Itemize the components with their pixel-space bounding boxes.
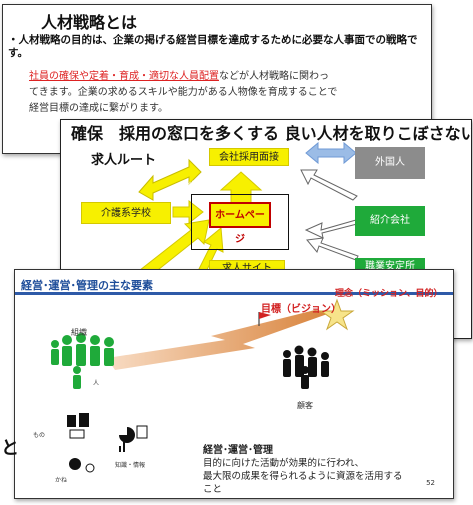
- box-foreign: 外国人: [355, 147, 425, 179]
- slide1-bullet: ・人材戦略の目的は、企業の掲げる経営目標を達成するために必要な人事面での戦略です…: [8, 34, 418, 59]
- star-icon: [319, 298, 355, 331]
- slide3-title-rule: [15, 292, 453, 295]
- rinen-label: 理念（ミッション、目的）: [335, 289, 443, 299]
- homepage-frame: [191, 194, 289, 250]
- slide1-title: 人材戦略とは: [41, 13, 138, 32]
- organization-people-icon: [51, 333, 114, 389]
- slide1-line2: てきます。企業の求めるスキルや能力がある人物像を育成することで: [29, 87, 338, 98]
- slide1-line3: 経営目標の達成に繋がります。: [29, 103, 168, 114]
- goal-label: 目標（ビジョン）: [261, 304, 341, 315]
- box-homepage: ホームページ: [209, 202, 271, 245]
- slide1-line1-a: 社員の: [29, 71, 59, 82]
- stray-character: と: [1, 438, 19, 459]
- page-number: 52: [426, 479, 435, 487]
- slide3-title: 経営･運営･管理の主な要素: [21, 279, 153, 292]
- management-description: 経営･運営･管理 目的に向けた活動が効果的に行われ、 最大限の成果を得られるよう…: [203, 444, 403, 496]
- outline-arrow-icon: [300, 169, 358, 201]
- box-company-interview: 会社採用面接: [209, 148, 289, 166]
- management-diagram: [51, 298, 355, 473]
- slide2-title: 確保 採用の窓口を多くする 良い人材を取りこぼさない: [71, 124, 472, 143]
- blue-double-arrow-icon: [305, 141, 357, 165]
- right-arrow-icon: [172, 199, 204, 225]
- slide-management-elements: 経営･運営･管理の主な要素: [14, 269, 454, 499]
- mono-icon: [67, 413, 89, 439]
- customer-label: 顧客: [297, 401, 313, 410]
- person-label: 人: [93, 380, 100, 387]
- box-kaigo-school: 介護系学校: [81, 202, 171, 224]
- slide1-line1-b: 確保や定着・育成・適切な人員配置: [59, 71, 219, 82]
- info-pie-icon: [119, 425, 148, 452]
- desc-line2: 最大限の成果を得られるように資源を活用する: [203, 471, 403, 482]
- goal-flag-icon: [259, 312, 271, 319]
- slide1-line1-c: などが人材戦略に関わっ: [219, 71, 329, 82]
- desc-title: 経営･運営･管理: [203, 445, 273, 456]
- slide2-subtitle: 求人ルート: [91, 153, 157, 168]
- desc-line3: こと: [203, 484, 223, 495]
- slide1-line1: 社員の確保や定着・育成・適切な人員配置などが人材戦略に関わっ: [29, 70, 429, 84]
- outline-arrow-2-icon: [304, 219, 358, 239]
- customer-people-icon: [283, 345, 329, 389]
- mono-label: もの: [33, 432, 46, 439]
- org-label: 組織: [71, 328, 87, 337]
- outline-arrow-3-icon: [306, 237, 359, 261]
- kane-label: かね: [55, 477, 68, 484]
- diagonal-arrow-icon: [138, 158, 202, 201]
- desc-line1: 目的に向けた活動が効果的に行われ、: [203, 458, 365, 469]
- box-agency: 紹介会社: [355, 206, 425, 236]
- money-icon: [69, 458, 95, 473]
- path-to-goal-shape: [107, 310, 333, 370]
- info-label: 知識・情報: [115, 462, 146, 469]
